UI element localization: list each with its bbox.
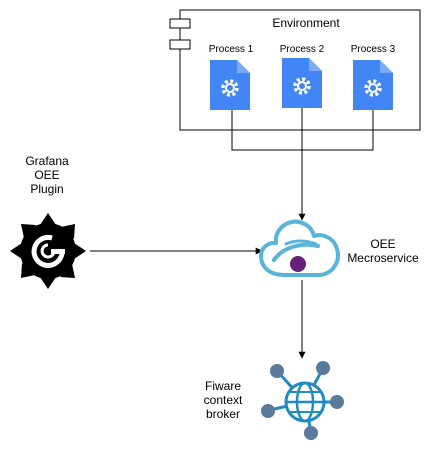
fiware-label-line-3: broker xyxy=(205,407,240,421)
cloud-service-icon xyxy=(259,219,340,277)
oee-label-line-2: Mecroservice xyxy=(347,251,419,265)
process-3-label: Process 3 xyxy=(350,44,396,55)
oee-label: OEE Mecroservice xyxy=(340,237,426,265)
process-3-connector xyxy=(302,110,374,151)
grafana-label-line-1: Grafana xyxy=(25,154,69,168)
globe-network-icon xyxy=(261,361,344,440)
grafana-label-line-2: OEE xyxy=(34,168,60,182)
process-2-label: Process 2 xyxy=(279,44,325,55)
component-port-top xyxy=(169,18,191,29)
process-3-icon xyxy=(353,60,393,110)
oee-label-line-1: OEE xyxy=(370,237,396,251)
grafana-label: Grafana OEE Plugin xyxy=(14,154,80,196)
process-1-label: Process 1 xyxy=(208,44,254,55)
grafana-logo-icon xyxy=(10,213,86,289)
fiware-label-line-1: Fiware xyxy=(204,379,241,393)
process-1-icon xyxy=(210,60,250,110)
component-port-bottom xyxy=(169,39,191,50)
fiware-label-line-2: context xyxy=(203,393,243,407)
grafana-label-line-3: Plugin xyxy=(30,182,64,196)
process-1-connector xyxy=(231,110,302,151)
fiware-label: Fiware context broker xyxy=(190,379,256,421)
environment-label: Environment xyxy=(272,16,340,30)
process-2-icon xyxy=(282,58,322,108)
